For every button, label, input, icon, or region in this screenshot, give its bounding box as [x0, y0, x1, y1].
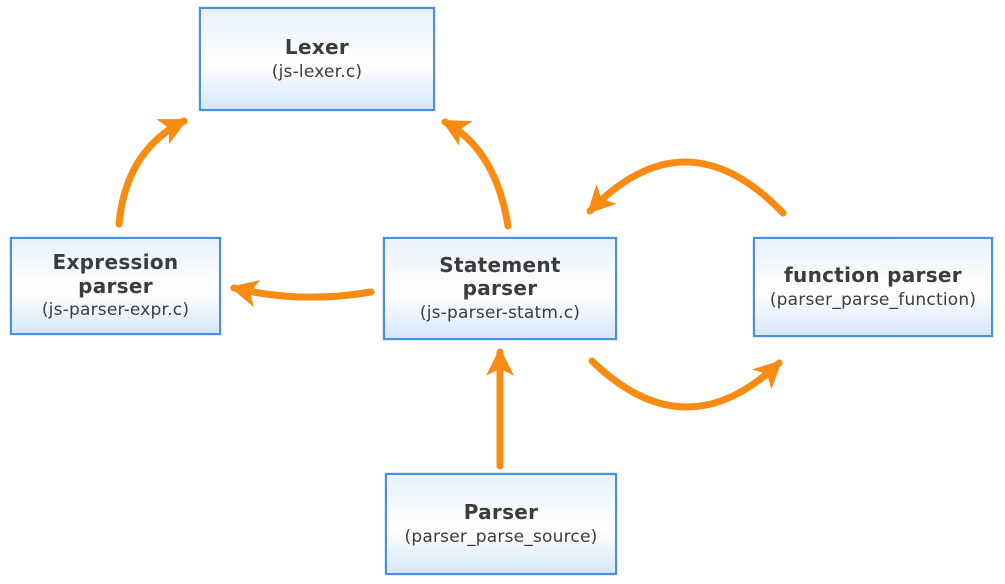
- node-lexer-title: Lexer: [284, 34, 350, 59]
- node-function-parser-title: function parser: [784, 262, 962, 287]
- node-statement-parser: Statement parser (js-parser-statm.c): [383, 237, 617, 340]
- node-parser-title: Parser: [463, 499, 539, 524]
- arrow-function-parser-to-statement-parser: [586, 158, 787, 217]
- node-expression-parser: Expression parser (js-parser-expr.c): [10, 237, 221, 335]
- arrow-statement-parser-to-expression-parser: [229, 279, 375, 308]
- node-function-parser-subtitle: (parser_parse_function): [769, 289, 977, 310]
- node-function-parser: function parser (parser_parse_function): [753, 237, 993, 337]
- node-lexer-subtitle: (js-lexer.c): [271, 61, 363, 82]
- node-expression-parser-subtitle: (js-parser-expr.c): [41, 300, 190, 321]
- arrow-expression-parser-to-lexer: [115, 117, 188, 228]
- arrow-statement-parser-to-function-parser: [588, 357, 783, 411]
- node-lexer: Lexer (js-lexer.c): [199, 7, 435, 111]
- node-statement-parser-title: Statement parser: [439, 252, 561, 301]
- node-parser-subtitle: (parser_parse_source): [404, 526, 598, 547]
- node-expression-parser-title: Expression parser: [52, 250, 179, 298]
- node-statement-parser-subtitle: (js-parser-statm.c): [419, 302, 581, 323]
- node-parser: Parser (parser_parse_source): [385, 473, 617, 575]
- arrow-statement-parser-to-lexer: [441, 118, 512, 230]
